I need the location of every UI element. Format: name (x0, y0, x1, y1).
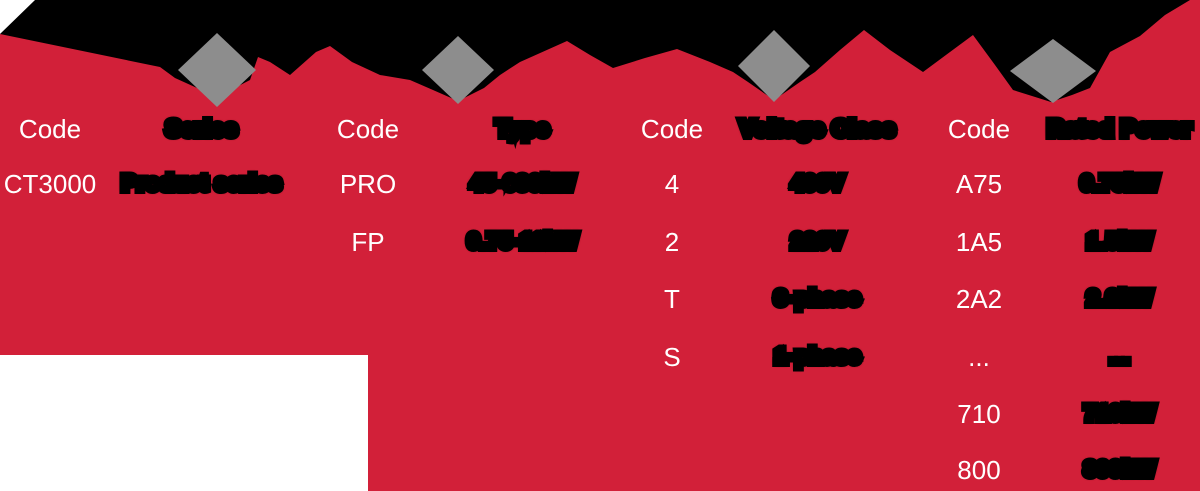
voltage-class-row-code: 4 (664, 169, 680, 199)
type-row-code: PRO (339, 169, 397, 199)
voltage-class-row-code: T (664, 284, 680, 314)
series-row-value: Product series (118, 168, 285, 199)
voltage-class-row-code: S (663, 342, 681, 372)
voltage-class-row-value: 3-phase (771, 283, 864, 314)
series-code-header: Code (18, 114, 82, 144)
rate-power-row-value: 800kW (1080, 454, 1159, 485)
type-value-header: Type (492, 112, 553, 145)
type-code-header: Code (336, 114, 400, 144)
rate-power-row-value: 2.2kW (1083, 283, 1156, 314)
rate-power-value-header: Rated Power (1044, 112, 1195, 145)
type-row-code: FP (351, 227, 385, 257)
rate-power-row-code: 710 (957, 399, 1001, 429)
rate-power-row-value: ... (1106, 341, 1134, 372)
series-row-code: CT3000 (3, 169, 97, 199)
type-row-value: 45-630kW (467, 168, 579, 199)
rate-power-code-header: Code (947, 114, 1011, 144)
rate-power-row-code: 800 (957, 455, 1001, 485)
voltage-class-value-header: Voltage Class (736, 112, 899, 145)
series-value-header: Series (162, 112, 241, 145)
voltage-class-row-value: 220V (787, 226, 847, 257)
voltage-class-row-value: 400V (787, 168, 847, 199)
voltage-class-row-code: 2 (664, 227, 680, 257)
rate-power-row-value: 1.5kW (1083, 226, 1156, 257)
rate-power-row-code: 2A2 (955, 284, 1003, 314)
type-row-value: 0.75-11kW (464, 226, 582, 257)
voltage-class-code-header: Code (640, 114, 704, 144)
rate-power-row-code: ... (968, 342, 990, 372)
rate-power-row-value: 710kW (1080, 398, 1159, 429)
rate-power-row-code: 1A5 (955, 227, 1003, 257)
rate-power-row-value: 0.75kW (1077, 168, 1162, 199)
voltage-class-row-value: 1-phase (771, 341, 864, 372)
rate-power-row-code: A75 (955, 169, 1003, 199)
